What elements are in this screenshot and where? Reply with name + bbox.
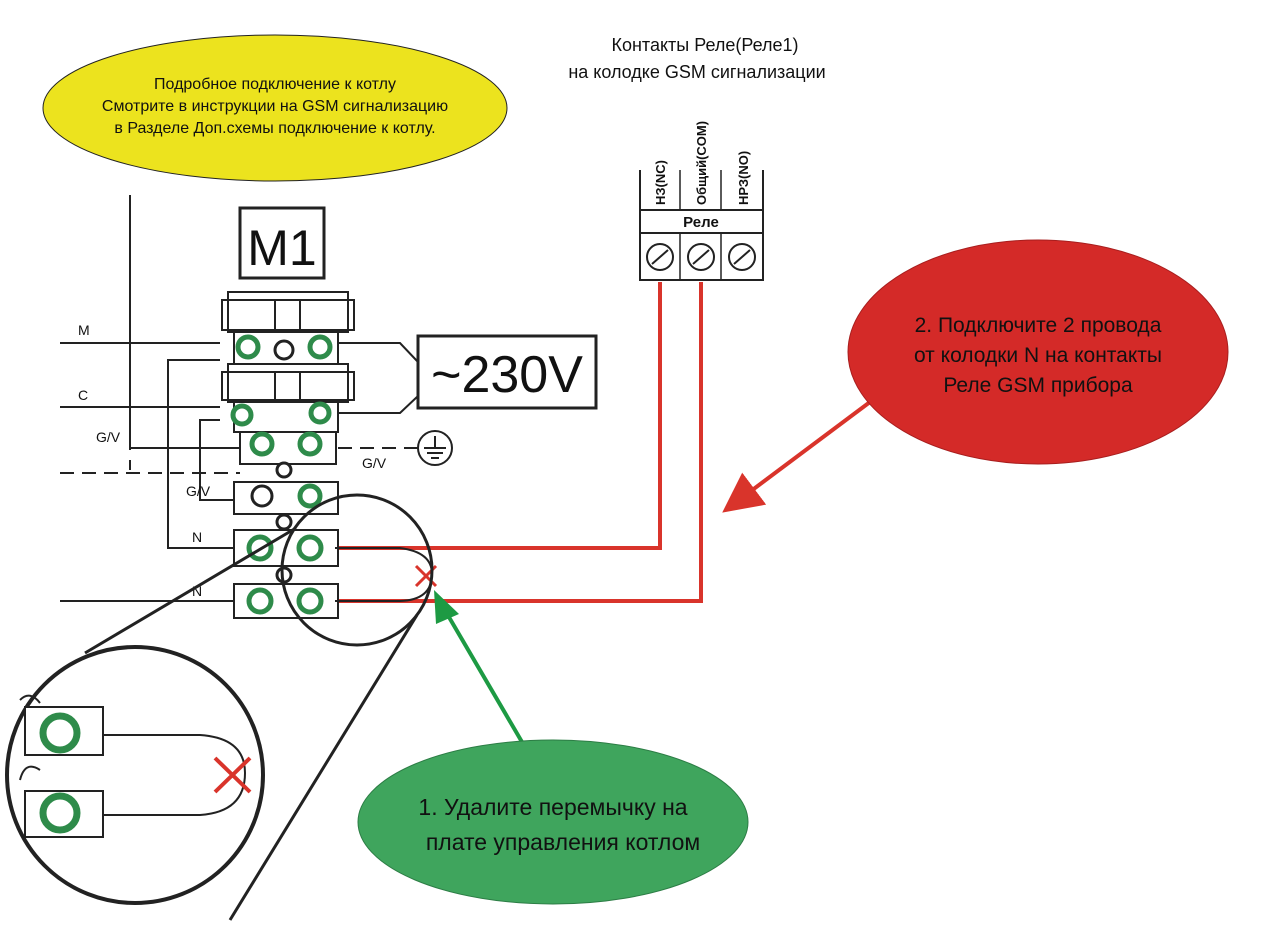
- red-note-line1: 2. Подключите 2 провода: [915, 314, 1162, 337]
- green-arrow: [434, 590, 524, 744]
- yellow-note-line3: в Разделе Доп.схемы подключение к котлу.: [114, 120, 435, 137]
- relay-screw-no: [728, 243, 756, 271]
- motor-m1-label: M1: [247, 220, 316, 276]
- green-note-line1: 1. Удалите перемычку на: [418, 794, 687, 820]
- red-note-line3: Реле GSM прибора: [943, 374, 1133, 397]
- motor-m1-box: M1: [238, 206, 326, 280]
- ground-icon: [338, 430, 453, 466]
- relay-contact-no: НРЗ(NO): [736, 151, 751, 205]
- voltage-box: ~230V: [338, 334, 598, 414]
- zoom-source-circle: [280, 493, 434, 647]
- label-c: C: [78, 387, 88, 403]
- yellow-note: Подробное подключение к котлу Смотрите в…: [42, 34, 508, 182]
- red-note-line2: от колодки N на контакты: [914, 344, 1162, 367]
- red-wires: [335, 282, 703, 603]
- relay-contact-nc: НЗ(NC): [653, 160, 668, 205]
- label-gv2: G/V: [186, 483, 211, 499]
- board-lines: [60, 195, 240, 602]
- terminal-labels: M C G/V G/V G/V N N: [78, 322, 387, 599]
- relay-header-line1: Контакты Реле(Реле1): [611, 35, 798, 55]
- magnifier-lines: [84, 526, 419, 921]
- relay-contact-com: Общий(COM): [694, 121, 709, 205]
- yellow-note-line1: Подробное подключение к котлу: [154, 76, 396, 93]
- relay-title: Реле: [683, 214, 719, 231]
- green-note: 1. Удалите перемычку на плате управления…: [357, 739, 749, 905]
- relay-header-line2: на колодке GSM сигнализации: [568, 62, 825, 82]
- relay-terminal-block: НЗ(NC) Общий(COM) НРЗ(NO) Реле: [639, 121, 764, 281]
- yellow-note-line2: Смотрите в инструкции на GSM сигнализаци…: [102, 98, 448, 115]
- connector-housing: [221, 291, 355, 403]
- terminal-screws-plain: [250, 339, 295, 584]
- zoom-detail: [5, 645, 265, 905]
- relay-screw-nc: [646, 243, 674, 271]
- label-gv3: G/V: [362, 455, 387, 471]
- relay-screw-com: [687, 243, 715, 271]
- red-note: 2. Подключите 2 провода от колодки N на …: [722, 239, 1229, 513]
- label-n1: N: [192, 529, 202, 545]
- relay-header: Контакты Реле(Реле1) на колодке GSM сигн…: [568, 35, 825, 82]
- voltage-label: ~230V: [431, 346, 583, 404]
- label-n2: N: [192, 583, 202, 599]
- green-note-line2: плате управления котлом: [426, 829, 700, 855]
- jumper-small: [335, 547, 438, 602]
- label-m: M: [78, 322, 90, 338]
- terminal-screws: [230, 334, 333, 615]
- label-gv1: G/V: [96, 429, 121, 445]
